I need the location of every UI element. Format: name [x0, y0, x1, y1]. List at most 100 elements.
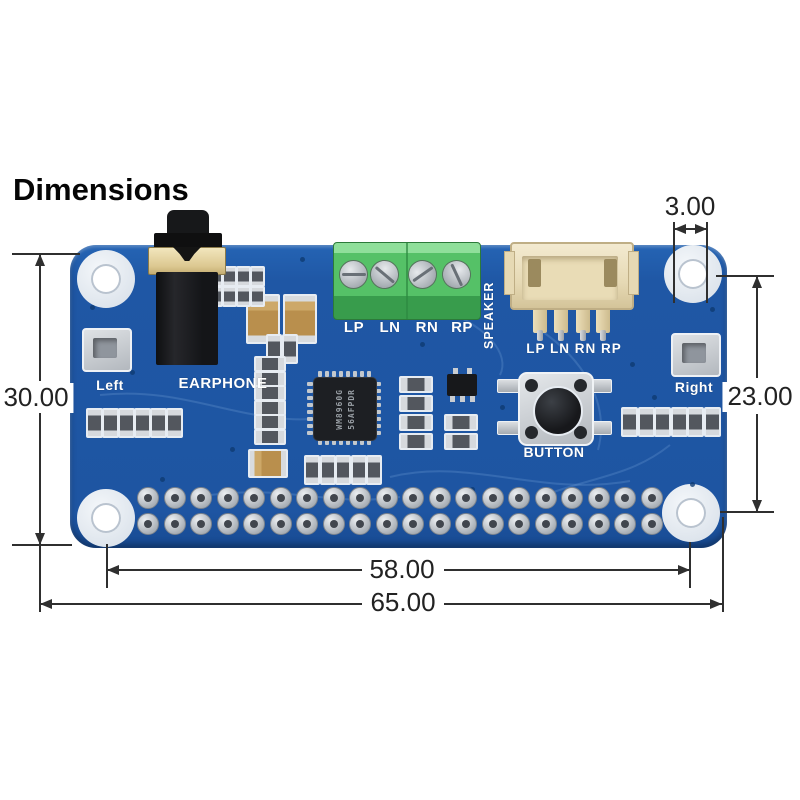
mounting-hole-bottom-right — [662, 484, 720, 542]
resistor — [399, 414, 433, 431]
gpio-hole — [163, 487, 186, 509]
sot23-leg — [470, 396, 475, 402]
chip-pin — [332, 371, 336, 377]
via-dot — [230, 447, 235, 452]
chip-pin — [375, 403, 381, 407]
button-corner-pin — [525, 379, 538, 392]
gpio-hole — [455, 513, 477, 535]
gpio-hole — [349, 487, 371, 509]
dim-hole-diameter: 3.00 — [659, 191, 721, 222]
resistor — [444, 433, 478, 450]
via-dot — [90, 305, 95, 310]
chip-pin — [375, 382, 381, 386]
pcb-board: WM8960G 56AFPDR Left EARPHONE Right BUTT… — [70, 210, 727, 548]
earphone-jack-face — [148, 247, 226, 275]
resistor — [236, 266, 251, 287]
chip-pin — [339, 371, 343, 377]
chip-pin — [307, 403, 313, 407]
gpio-hole — [481, 513, 504, 535]
jst-wing-left — [504, 251, 515, 295]
page-title: Dimensions — [13, 172, 189, 207]
mounting-hole-bottom-left — [77, 489, 135, 547]
chip-pin — [307, 396, 313, 400]
gpio-hole — [508, 487, 530, 509]
gpio-hole — [190, 487, 212, 509]
right-mic — [671, 333, 721, 377]
resistor — [250, 266, 265, 287]
dim-board-height: 30.00 — [0, 382, 74, 413]
gpio-hole — [375, 513, 398, 535]
chip-pin — [375, 389, 381, 393]
resistor — [254, 414, 286, 430]
resistor — [399, 433, 433, 450]
dim-hole-span-horizontal: 58.00 — [364, 554, 440, 585]
chip-pin — [375, 410, 381, 414]
resistor — [670, 407, 688, 437]
gpio-hole — [640, 487, 663, 509]
gpio-hole — [137, 513, 159, 535]
resistor — [304, 455, 320, 485]
resistor — [444, 414, 478, 431]
mounting-hole-top-right — [664, 245, 722, 303]
gpio-hole — [481, 487, 504, 509]
jst-pin — [596, 304, 610, 341]
resistor — [118, 408, 135, 438]
via-dot — [710, 307, 715, 312]
button-corner-pin — [574, 426, 587, 439]
via-dot — [420, 342, 425, 347]
gpio-hole — [508, 513, 530, 535]
resistor — [282, 334, 298, 364]
chip-pin — [346, 371, 350, 377]
gpio-hole — [322, 513, 345, 535]
via-dot — [500, 405, 505, 410]
sot23-transistor — [447, 374, 477, 396]
via-dot — [652, 395, 657, 400]
chip-pin — [346, 439, 350, 445]
wm8960-codec-chip: WM8960G 56AFPDR — [313, 377, 377, 441]
sot23-leg — [467, 368, 472, 374]
left-mic — [82, 328, 132, 372]
jst-latch-slot — [604, 259, 617, 287]
earphone-jack-collar — [154, 233, 222, 250]
gpio-hole — [428, 487, 451, 509]
dim-hole-span-vertical: 23.00 — [722, 381, 798, 412]
chip-pin — [307, 424, 313, 428]
gpio-hole — [190, 513, 212, 535]
gpio-hole — [561, 513, 583, 535]
via-dot — [160, 477, 165, 482]
terminal-pin-label-lp: LP — [343, 319, 365, 336]
gpio-hole — [534, 513, 557, 535]
resistor — [350, 455, 367, 485]
resistor — [654, 407, 671, 437]
resistor — [687, 407, 704, 437]
gpio-hole — [269, 487, 292, 509]
gpio-hole — [269, 513, 292, 535]
chip-pin — [307, 417, 313, 421]
chip-pin — [318, 439, 322, 445]
chip-pin — [353, 439, 357, 445]
speaker-terminal-block — [333, 242, 481, 320]
resistor — [150, 408, 167, 438]
chip-pin — [360, 439, 364, 445]
resistor — [250, 286, 265, 307]
resistor — [222, 286, 237, 307]
speaker-label: SPEAKER — [482, 281, 496, 349]
jst-pins-label: LP LN RN RP — [526, 341, 622, 356]
button-label: BUTTON — [523, 444, 585, 460]
gpio-hole — [216, 487, 239, 509]
resistor — [335, 455, 351, 485]
resistor — [399, 395, 433, 412]
resistor — [637, 407, 655, 437]
sot23-leg — [453, 368, 458, 374]
resistor — [703, 407, 721, 437]
chip-pin — [307, 431, 313, 435]
chip-pin — [375, 431, 381, 435]
gpio-hole — [243, 487, 265, 509]
resistor — [254, 356, 286, 372]
gpio-hole — [296, 487, 318, 509]
terminal-pin-label-rp: RP — [451, 319, 473, 336]
chip-pin — [339, 439, 343, 445]
chip-pin — [307, 382, 313, 386]
button-leg — [497, 379, 520, 393]
